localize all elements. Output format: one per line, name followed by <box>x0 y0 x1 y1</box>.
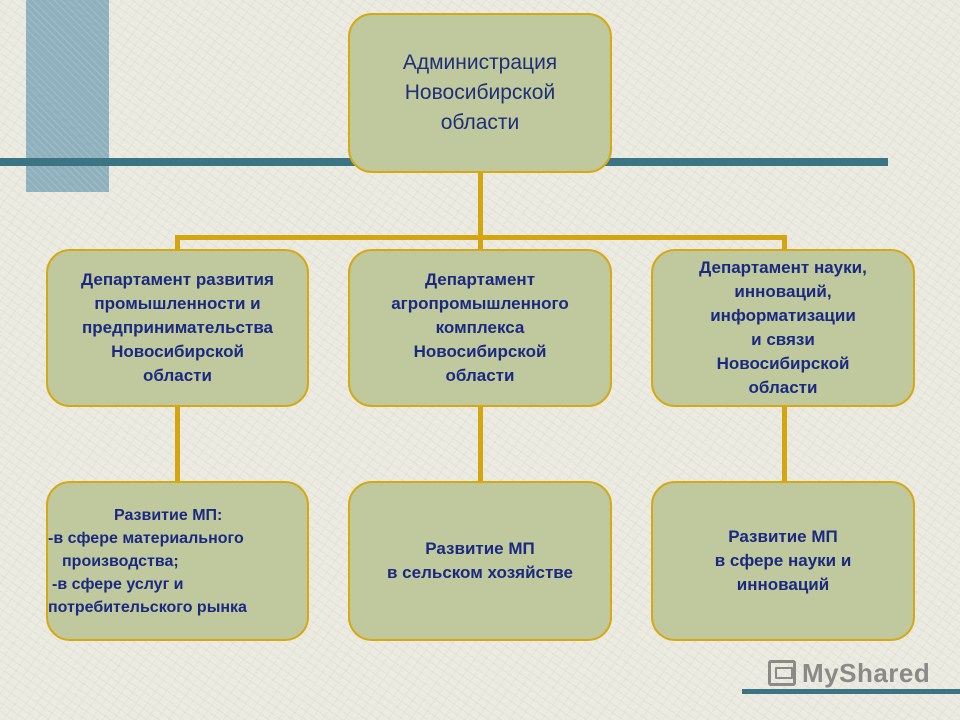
connector-dept-2-up <box>478 235 483 251</box>
root-node-line: области <box>440 111 520 134</box>
department-node-line: информатизации <box>710 306 856 325</box>
department-node-line: агропромышленного <box>391 294 569 313</box>
sub-node-2: Развитие МП в сельском хозяйстве <box>348 481 612 641</box>
department-node-2: Департамент агропромышленного комплекса … <box>348 249 612 407</box>
connector-dept-1-down <box>175 405 180 483</box>
sub-node-line: -в сфере материального <box>48 529 244 547</box>
department-node-line: Департамент развития <box>81 270 274 289</box>
sub-node-line: в сельском хозяйстве <box>386 563 573 582</box>
decorative-bar-bottom <box>742 689 960 694</box>
department-node-line: Департамент <box>424 270 536 289</box>
root-node-line: Новосибирской <box>404 81 556 104</box>
department-node-line: Новосибирской <box>413 342 547 361</box>
connector-dept-2-down <box>478 405 483 483</box>
department-node-3: Департамент науки, инноваций, информатиз… <box>651 249 915 407</box>
sub-node-line: потребительского рынка <box>48 598 247 616</box>
sub-node-line: производства; <box>62 552 179 570</box>
sub-node-line: Развитие МП: <box>114 506 223 524</box>
sub-node-line: в сфере науки и <box>714 551 852 570</box>
department-node-line: области <box>748 378 818 397</box>
department-node-line: инноваций, <box>734 282 832 301</box>
watermark-text: MyShared <box>802 657 931 688</box>
department-node-line: промышленности и <box>94 294 261 313</box>
sub-node-3: Развитие МП в сфере науки и инноваций <box>651 481 915 641</box>
watermark: MyShared <box>768 656 930 690</box>
root-node: Администрация Новосибирской области <box>348 13 612 173</box>
department-node-line: Новосибирской <box>111 342 244 361</box>
department-node-line: Новосибирской <box>716 354 850 373</box>
department-node-line: области <box>143 366 212 385</box>
root-node-line: Администрация <box>402 51 558 74</box>
department-node-line: Департамент науки, <box>699 258 867 277</box>
connector-dept-3-down <box>782 405 787 485</box>
sub-node-line: -в сфере услуг и <box>52 575 184 593</box>
department-node-line: предпринимательства <box>81 318 274 337</box>
sub-node-1: Развитие МП: -в сфере материального прои… <box>46 481 309 641</box>
myshared-logo-icon <box>768 660 796 686</box>
sub-node-line: инноваций <box>736 575 830 594</box>
sub-node-line: Развитие МП <box>425 539 535 558</box>
department-node-line: и связи <box>751 330 815 349</box>
department-node-line: области <box>445 366 515 385</box>
department-node-1: Департамент развития промышленности и пр… <box>46 249 309 407</box>
sub-node-line: Развитие МП <box>728 527 838 546</box>
connector-root-down <box>478 173 483 239</box>
connector-dept-3-up <box>782 235 787 251</box>
department-node-line: комплекса <box>435 318 525 337</box>
connector-dept-1-up <box>175 235 180 251</box>
